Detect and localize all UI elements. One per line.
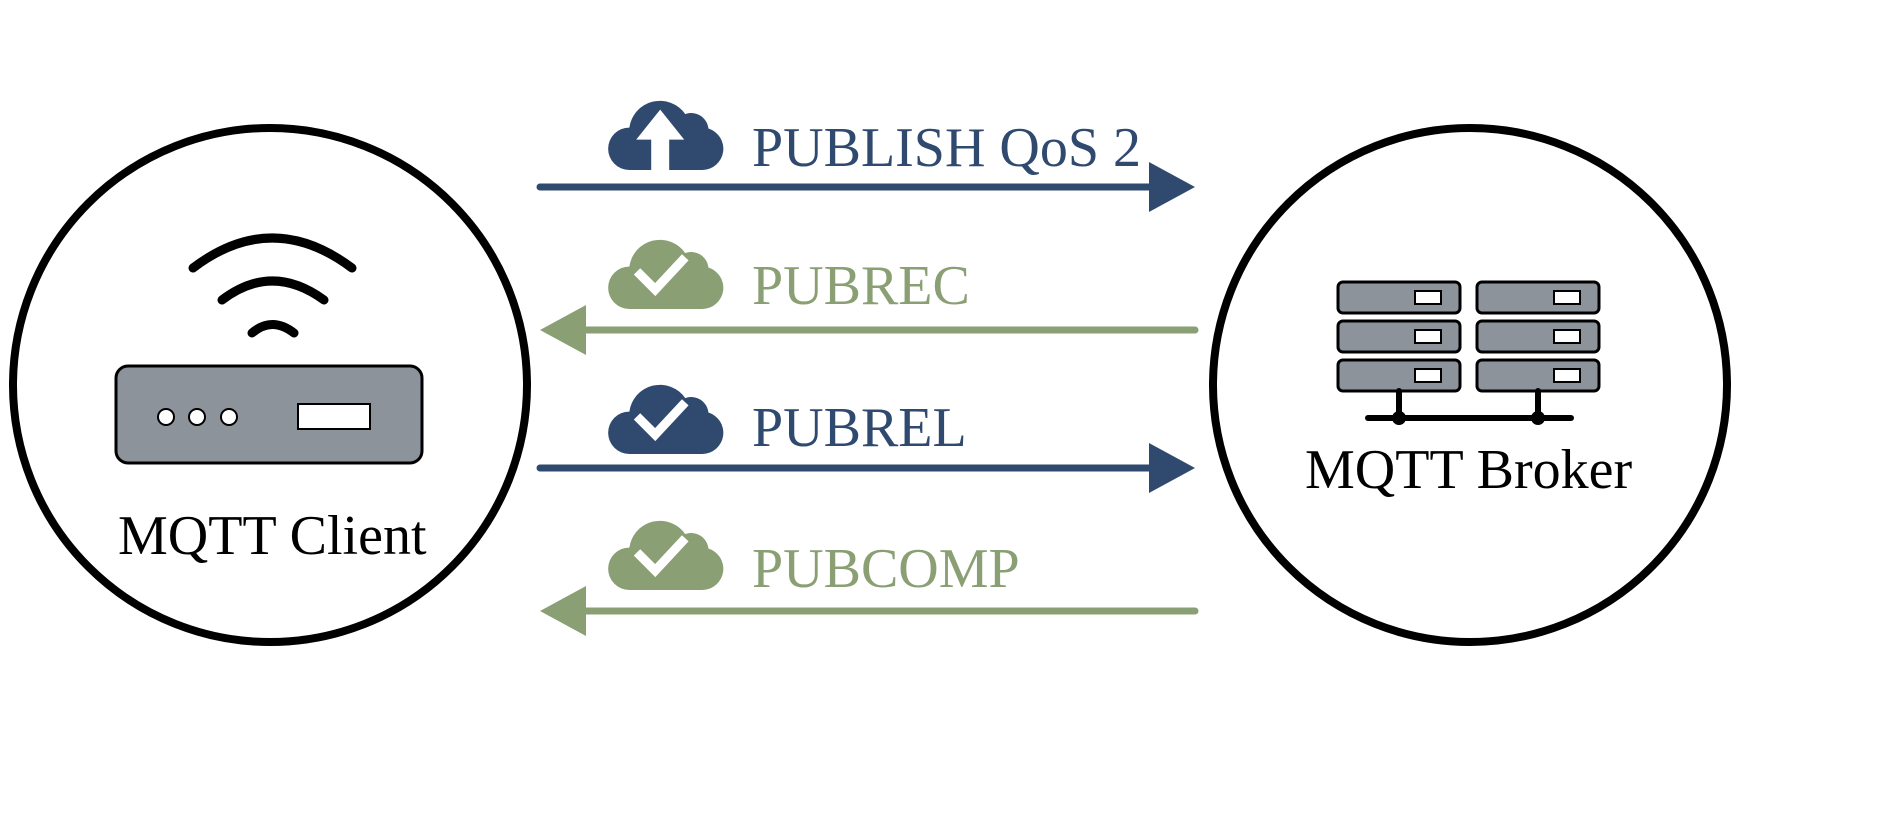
arrow-head	[540, 305, 586, 355]
client-label: MQTT Client	[118, 505, 427, 567]
message-arrow-pubrel	[536, 384, 1195, 493]
cloud-check-icon	[608, 384, 724, 454]
router-led-3	[220, 408, 238, 426]
arrow-head	[1149, 162, 1195, 212]
router-led-1	[157, 408, 175, 426]
message-arrow-pubrec	[540, 239, 1199, 355]
message-label-pubrec: PUBREC	[752, 255, 970, 317]
arrow-head	[1149, 443, 1195, 493]
cloud-upload-icon	[608, 100, 724, 171]
client-circle	[9, 124, 531, 646]
broker-label: MQTT Broker	[1305, 439, 1633, 501]
server-unit	[1336, 280, 1601, 315]
cloud-check-icon	[608, 239, 724, 309]
arrow-head	[540, 586, 586, 636]
wifi-icon	[188, 233, 357, 338]
router-icon	[114, 233, 424, 465]
message-arrows	[536, 100, 1199, 636]
message-label-pubcomp: PUBCOMP	[752, 538, 1020, 600]
message-label-publish: PUBLISH QoS 2	[752, 117, 1141, 179]
router-led-2	[188, 408, 206, 426]
cloud-check-icon	[608, 520, 724, 590]
server-unit	[1336, 358, 1601, 393]
router-port	[297, 403, 371, 430]
message-label-pubrel: PUBREL	[752, 397, 967, 459]
server-unit	[1336, 319, 1601, 354]
broker-circle	[1209, 124, 1731, 646]
router-body	[114, 364, 424, 465]
message-arrow-publish	[536, 100, 1195, 212]
client-node	[9, 124, 531, 646]
broker-node	[1209, 124, 1731, 646]
server-rack-icon	[1336, 280, 1601, 425]
message-arrow-pubcomp	[540, 520, 1199, 636]
